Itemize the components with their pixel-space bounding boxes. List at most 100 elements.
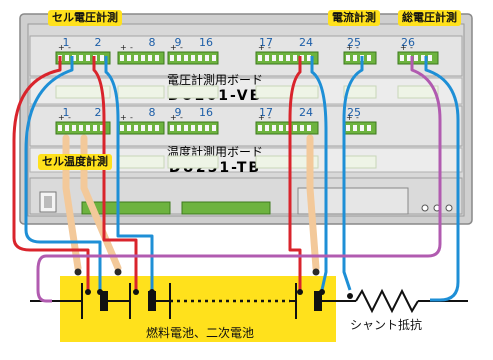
temp-minus-sign: - [180,113,183,122]
shunt-label: シャント抵抗 [350,318,423,332]
chassis-display-window [297,187,409,215]
voltage-minus-sign: - [180,43,183,52]
temp-plus-sign: + [120,113,127,122]
temp-terminal [191,125,195,131]
temp-board-title: 温度計測用ボード [167,144,263,159]
voltage-plus-sign: + [120,43,127,52]
voltage-channel-8: 8 [149,36,156,49]
voltage-channel-1: 1 [63,36,70,49]
voltage-terminal [155,55,159,61]
voltage-channel-2: 2 [95,36,102,49]
indicator-led-1 [421,204,429,212]
temp-minus-sign: - [356,113,359,122]
voltage-ghost-block-4 [255,85,319,99]
temp-terminal [279,125,283,131]
voltage-terminal [141,55,145,61]
temp-channel-17: 17 [259,106,273,119]
temp-channel-25: 25 [347,106,361,119]
temp-terminal [65,125,69,131]
voltage-channel-26: 26 [401,36,415,49]
battery-cell-1 [81,283,108,319]
temp-channel-2: 2 [95,106,102,119]
voltage-terminal [367,55,371,61]
temp-terminal [127,125,131,131]
temp-plus-sign: + [58,113,65,122]
temp-minus-sign: - [268,113,271,122]
temp-terminal [346,125,350,131]
voltage-channel-24: 24 [299,36,313,49]
voltage-terminal [170,55,174,61]
voltage-ghost-block-6 [397,85,439,99]
voltage-plus-sign: + [58,43,65,52]
temp-terminal [205,125,209,131]
voltage-terminal [400,55,404,61]
voltage-minus-sign: - [356,43,359,52]
shunt-resistor [355,288,419,314]
voltage-terminal [286,55,290,61]
voltage-terminal [258,55,262,61]
temp-terminal [155,125,159,131]
voltage-terminal [421,55,425,61]
voltage-terminal [279,55,283,61]
temp-plus-sign: + [170,113,177,122]
blue-voltage-wires [24,56,460,302]
voltage-terminal [300,55,304,61]
indicator-led-3 [445,204,453,212]
temp-terminal [86,125,90,131]
voltage-plus-sign: + [170,43,177,52]
voltage-ghost-block-5 [343,85,377,99]
wire-contact-points [85,289,353,299]
voltage-channel-9: 9 [175,36,182,49]
red-voltage-wires [12,56,302,290]
voltage-terminal [307,55,311,61]
temp-terminal [293,125,297,131]
battery-cell-2 [129,283,156,319]
bottom-connector-middle [181,201,271,215]
temp-channel-24: 24 [299,106,313,119]
temp-terminal [58,125,62,131]
voltage-ghost-block-2 [117,85,165,99]
temp-terminal [184,125,188,131]
temp-channel-16: 16 [199,106,213,119]
voltage-plus-sign: + [346,43,353,52]
voltage-terminal [407,55,411,61]
purple-total-voltage-wire [36,56,442,303]
temp-terminal [198,125,202,131]
voltage-terminal [184,55,188,61]
temp-terminal [212,125,216,131]
total-voltage-label: 総電圧計測 [398,10,461,26]
temp-ghost-block-3 [167,155,219,169]
voltage-terminal [134,55,138,61]
voltage-terminal [127,55,131,61]
temp-terminal [141,125,145,131]
voltage-terminal [148,55,152,61]
voltage-terminal [120,55,124,61]
temp-terminal [79,125,83,131]
voltage-ghost-block-3 [167,85,219,99]
voltage-terminal [212,55,216,61]
temp-terminal [93,125,97,131]
cell-temp-label: セル温度計測 [38,154,112,170]
voltage-plus-sign: + [258,43,265,52]
voltage-terminal [205,55,209,61]
voltage-terminal [414,55,418,61]
voltage-minus-sign: - [410,43,413,52]
voltage-terminal [191,55,195,61]
temp-terminal [307,125,311,131]
thermocouple-tips [74,268,320,276]
temp-terminal [72,125,76,131]
voltage-minus-sign: - [68,43,71,52]
temp-ghost-block-5 [343,155,377,169]
voltage-terminal [265,55,269,61]
voltage-terminal [100,55,104,61]
voltage-terminal [198,55,202,61]
voltage-terminal [353,55,357,61]
temp-terminal [258,125,262,131]
voltage-board-title: 電圧計測用ボード [167,72,263,87]
battery-label: 燃料電池、二次電池 [146,326,255,340]
current-measure-label: 電流計測 [328,10,380,26]
temp-channel-9: 9 [175,106,182,119]
temp-terminal [286,125,290,131]
temp-ghost-block-2 [117,155,165,169]
